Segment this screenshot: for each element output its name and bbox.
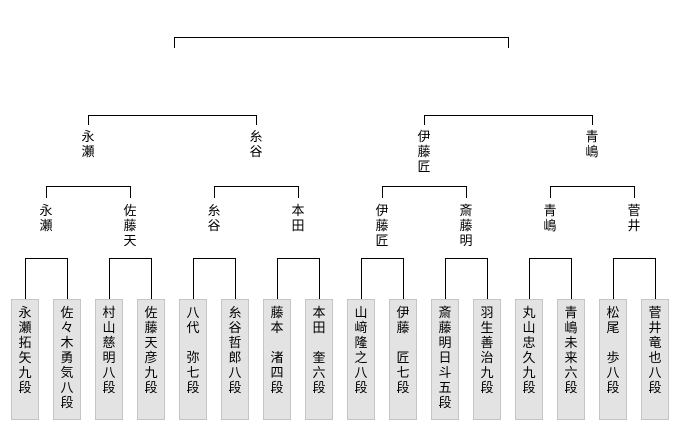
- quarterfinalist-label: 永 瀬: [39, 204, 53, 234]
- bracket-line-r1-7: [529, 258, 572, 299]
- player-box: 永 瀬 拓 矢 九 段: [11, 299, 39, 420]
- bracket-line-r1-2: [109, 258, 152, 299]
- bracket-line-r1-5: [361, 258, 404, 299]
- semifinalist-label: 青 嶋: [585, 130, 599, 160]
- player-box: 羽 生 善 治 九 段: [473, 299, 501, 420]
- bracket-line-semi-right: [424, 115, 593, 125]
- player-box: 斎 藤 明 日 斗 五 段: [431, 299, 459, 420]
- quarterfinalist-label: 菅 井: [627, 204, 641, 234]
- quarterfinalist-label: 糸 谷: [207, 204, 221, 234]
- player-box: 佐 藤 天 彦 九 段: [137, 299, 165, 420]
- bracket-line-r1-6: [445, 258, 488, 299]
- bracket-line-r1-4: [277, 258, 320, 299]
- player-box: 松 尾 歩 八 段: [599, 299, 627, 420]
- semifinalist-label: 伊 藤 匠: [417, 130, 431, 175]
- bracket-line-qf-2: [214, 186, 299, 198]
- player-box: 伊 藤 匠 七 段: [389, 299, 417, 420]
- player-box: 菅 井 竜 也 八 段: [641, 299, 669, 420]
- player-box: 佐 々 木 勇 気 八 段: [53, 299, 81, 420]
- player-box: 八 代 弥 七 段: [179, 299, 207, 420]
- semifinalist-label: 糸 谷: [249, 130, 263, 160]
- quarterfinalist-label: 本 田: [291, 204, 305, 234]
- player-box: 本 田 奎 六 段: [305, 299, 333, 420]
- bracket-line-r1-1: [25, 258, 68, 299]
- quarterfinalist-label: 青 嶋: [543, 204, 557, 234]
- bracket-line-qf-1: [46, 186, 131, 198]
- player-box: 藤 本 渚 四 段: [263, 299, 291, 420]
- player-box: 山 﨑 隆 之 八 段: [347, 299, 375, 420]
- bracket-line-qf-4: [550, 186, 635, 198]
- quarterfinalist-label: 佐 藤 天: [123, 204, 137, 249]
- bracket-line-qf-3: [382, 186, 467, 198]
- bracket-line-final: [174, 37, 509, 48]
- quarterfinalist-label: 伊 藤 匠: [375, 204, 389, 249]
- player-box: 村 山 慈 明 八 段: [95, 299, 123, 420]
- quarterfinalist-label: 斎 藤 明: [459, 204, 473, 249]
- player-box: 青 嶋 未 来 六 段: [557, 299, 585, 420]
- player-box: 糸 谷 哲 郎 八 段: [221, 299, 249, 420]
- bracket-line-r1-8: [613, 258, 656, 299]
- semifinalist-label: 永 瀬: [81, 130, 95, 160]
- bracket-line-semi-left: [88, 115, 257, 125]
- player-box: 丸 山 忠 久 九 段: [515, 299, 543, 420]
- bracket-line-r1-3: [193, 258, 236, 299]
